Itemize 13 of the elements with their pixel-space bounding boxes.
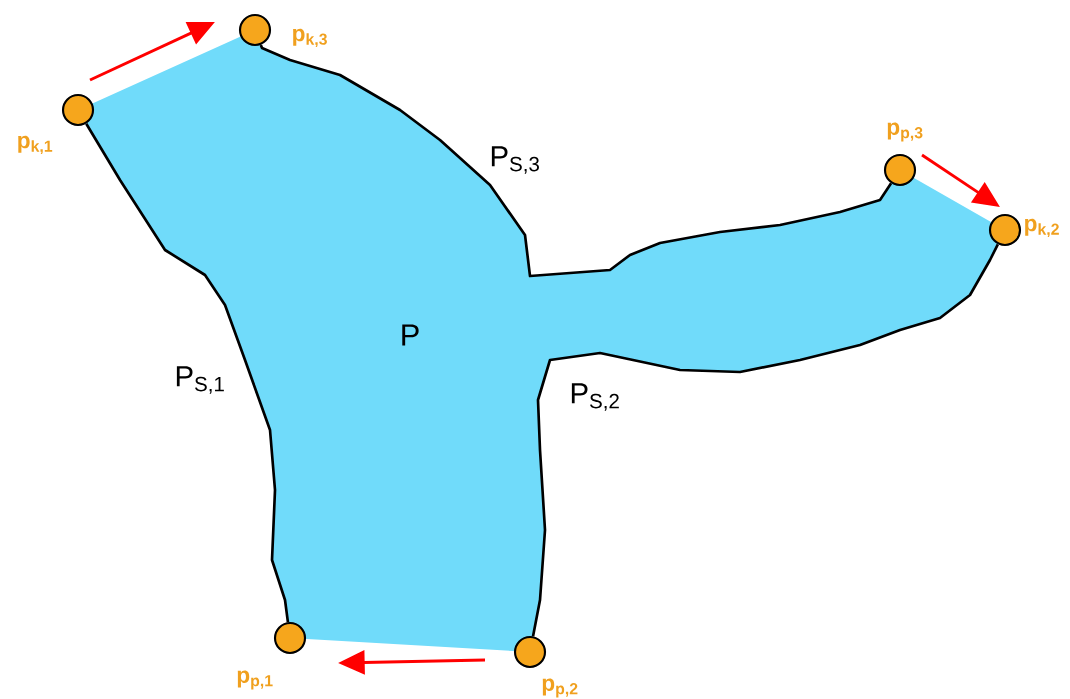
point-label: p$_{k,2}$ bbox=[1025, 218, 1059, 238]
point-label: p$_{k,1}$ bbox=[18, 135, 53, 155]
edge-label: P$_{S,2}$ bbox=[571, 383, 619, 411]
point-label: p$_{p,2}$ bbox=[542, 678, 578, 698]
point-label: p$_{k,3}$ bbox=[293, 28, 327, 48]
boundary-curve bbox=[85, 123, 290, 623]
edge-label: P$_{S,3}$ bbox=[491, 146, 539, 174]
boundary-curve bbox=[259, 43, 893, 278]
point-label: p$_{p,3}$ bbox=[887, 122, 923, 142]
region-label: P bbox=[402, 324, 419, 346]
boundary-curve bbox=[531, 243, 999, 637]
edge-label: P$_{S,1}$ bbox=[176, 366, 224, 394]
point-label: p$_{p,1}$ bbox=[237, 670, 273, 690]
